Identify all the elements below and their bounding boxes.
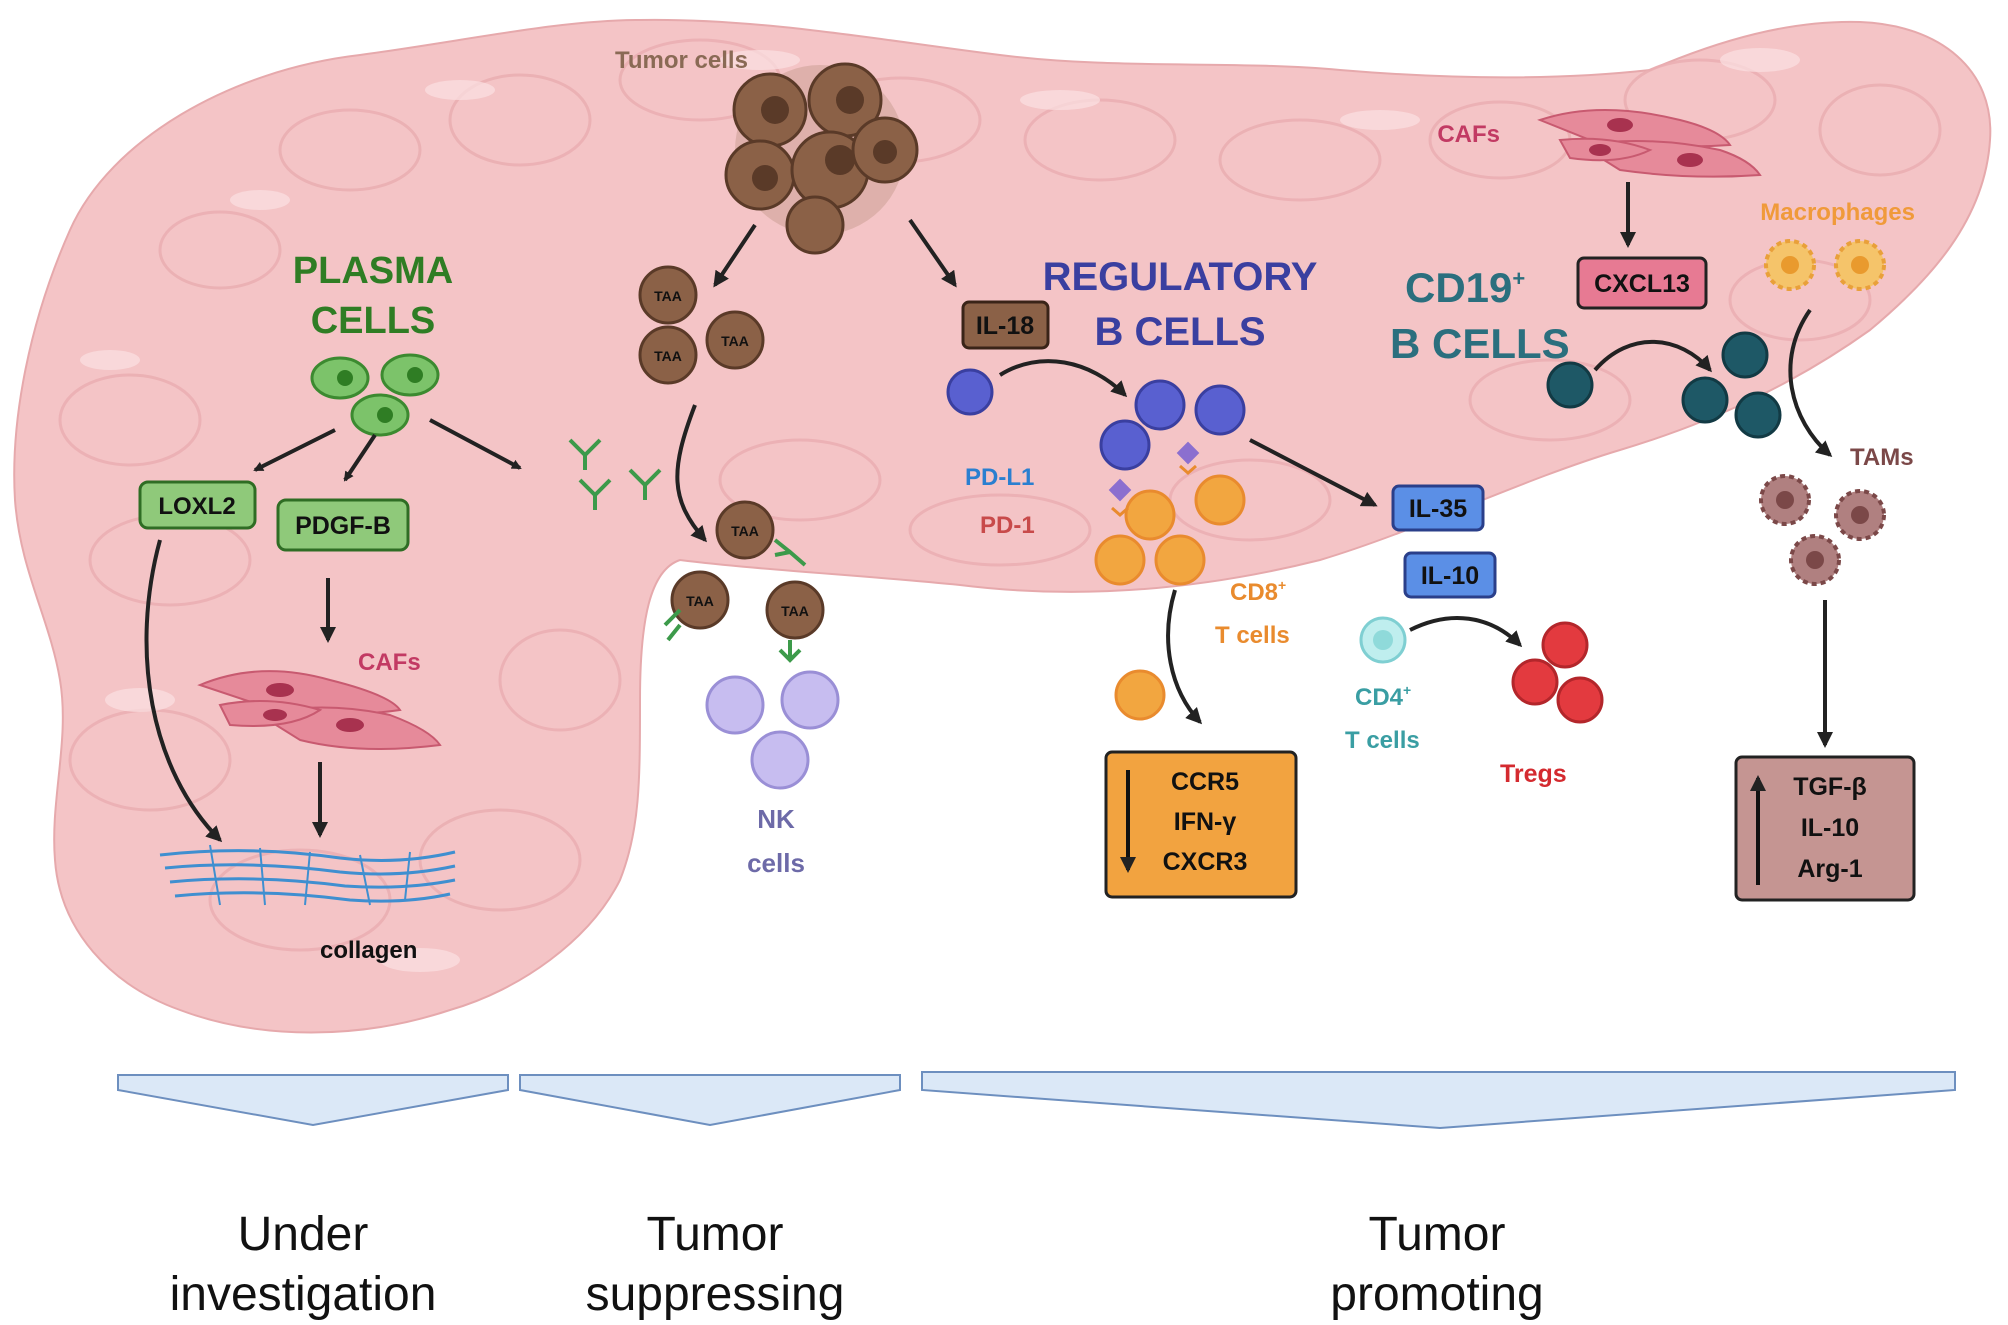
taa-cluster-top: TAA TAA TAA	[638, 265, 765, 385]
bottom-label-under: Under	[238, 1208, 369, 1261]
regulatory-b-title-line2: B CELLS	[1094, 310, 1265, 354]
cxcl13-box: CXCL13	[1576, 256, 1708, 310]
macrophages-label: Macrophages	[1760, 199, 1915, 226]
cd4-label-line2: T cells	[1345, 727, 1420, 754]
arrow-bcell-regulatory	[998, 359, 1128, 398]
tumor-cells-cluster	[724, 62, 919, 255]
plasma-arrows	[253, 418, 522, 482]
cd19-label-line1: CD19+	[1405, 264, 1525, 311]
il10-mid-label: IL-10	[1421, 562, 1479, 590]
nk-label-line1: NK	[757, 804, 795, 834]
arrow-macrophages-tams	[1788, 308, 1833, 457]
collagen-icon	[159, 844, 456, 906]
il18-box: IL-18	[961, 300, 1050, 350]
cxcl13-label: CXCL13	[1594, 270, 1690, 298]
ccr5-label: CCR5	[1171, 768, 1239, 796]
cd8-label-line2: T cells	[1215, 622, 1290, 649]
plasma-cells-title-line1: PLASMA	[293, 250, 453, 292]
taa-label-1: TAA	[654, 288, 682, 304]
nk-cells-icon	[705, 670, 840, 790]
antibodies-icon	[568, 438, 662, 510]
bottom-label-investigation: investigation	[170, 1268, 437, 1321]
arrow-tumor-taa	[713, 223, 757, 288]
pd1-label: PD-1	[980, 512, 1035, 539]
taa-label-6: TAA	[781, 603, 809, 619]
taa-label-5: TAA	[686, 593, 714, 609]
brace-under-investigation	[117, 1074, 509, 1127]
loxl2-box: LOXL2	[138, 480, 257, 530]
arg1-label: Arg-1	[1797, 855, 1862, 883]
il10-mid-box: IL-10	[1403, 551, 1497, 599]
loxl2-label: LOXL2	[158, 493, 235, 520]
cd4-label-line1: CD4+	[1355, 682, 1411, 711]
cd19-b-cells-icon	[1681, 331, 1782, 439]
tregs-icon	[1511, 621, 1604, 724]
regulatory-b-cells-icon	[1099, 379, 1246, 471]
ifng-label: IFN-γ	[1174, 808, 1237, 836]
cd19-label-line2: B CELLS	[1390, 320, 1570, 367]
bottom-label-promoting: promoting	[1330, 1268, 1543, 1321]
arrow-cd19-activation	[1593, 339, 1712, 373]
brace-tumor-promoting	[921, 1071, 1956, 1130]
pdl1-label: PD-L1	[965, 464, 1034, 491]
cd8-t-cell-single	[1114, 669, 1166, 721]
cafs-left-label: CAFs	[358, 649, 421, 676]
b-cell-precursor	[946, 368, 994, 416]
pdgfb-label: PDGF-B	[295, 512, 391, 540]
cafs-right-label: CAFs	[1437, 121, 1500, 148]
regulatory-b-title-line1: REGULATORY	[1043, 255, 1318, 299]
arrow-cd4-tregs	[1409, 616, 1523, 648]
il10-right-label: IL-10	[1801, 814, 1859, 842]
macrophages-icon	[1764, 239, 1886, 291]
pancreas-organ	[13, 18, 1992, 1034]
tgfb-box: TGF-β IL-10 Arg-1	[1734, 755, 1916, 902]
cd8-label-line1: CD8+	[1230, 577, 1286, 606]
cafs-right-icon	[1537, 109, 1762, 178]
ccr5-box: CCR5 IFN-γ CXCR3	[1104, 750, 1298, 899]
pdgfb-box: PDGF-B	[276, 498, 410, 552]
tregs-label: Tregs	[1500, 760, 1567, 788]
taa-cluster-bottom: TAA TAA TAA	[663, 500, 825, 663]
taa-label-3: TAA	[654, 348, 682, 364]
arrow-loxl2-collagen	[144, 539, 223, 843]
taa-label-2: TAA	[721, 333, 749, 349]
bottom-label-tumor-1: Tumor	[647, 1208, 784, 1261]
arrow-tumor-il18	[908, 218, 957, 288]
collagen-label: collagen	[320, 937, 417, 964]
tams-icon	[1759, 474, 1886, 586]
plasma-cells-title-line2: CELLS	[311, 300, 436, 342]
cxcr3-label: CXCR3	[1163, 848, 1248, 876]
nk-label-line2: cells	[747, 848, 805, 878]
brace-tumor-suppressing	[519, 1074, 901, 1127]
tams-label: TAMs	[1850, 444, 1914, 471]
bottom-label-tumor-2: Tumor	[1369, 1208, 1506, 1261]
cd19-b-cell-precursor	[1546, 361, 1594, 409]
taa-label-4: TAA	[731, 523, 759, 539]
bottom-label-suppressing: suppressing	[586, 1268, 845, 1321]
il18-label: IL-18	[976, 312, 1034, 340]
tgfb-label: TGF-β	[1793, 773, 1867, 801]
arrow-cd8-cytokines	[1166, 589, 1203, 725]
arrow-taa-nk	[675, 404, 707, 543]
il35-box: IL-35	[1391, 484, 1485, 532]
arrow-regulatory-il35	[1249, 438, 1378, 507]
cd8-t-cells-icon	[1094, 474, 1246, 586]
tumor-cells-label: Tumor cells	[615, 47, 748, 74]
il35-label: IL-35	[1409, 495, 1467, 523]
